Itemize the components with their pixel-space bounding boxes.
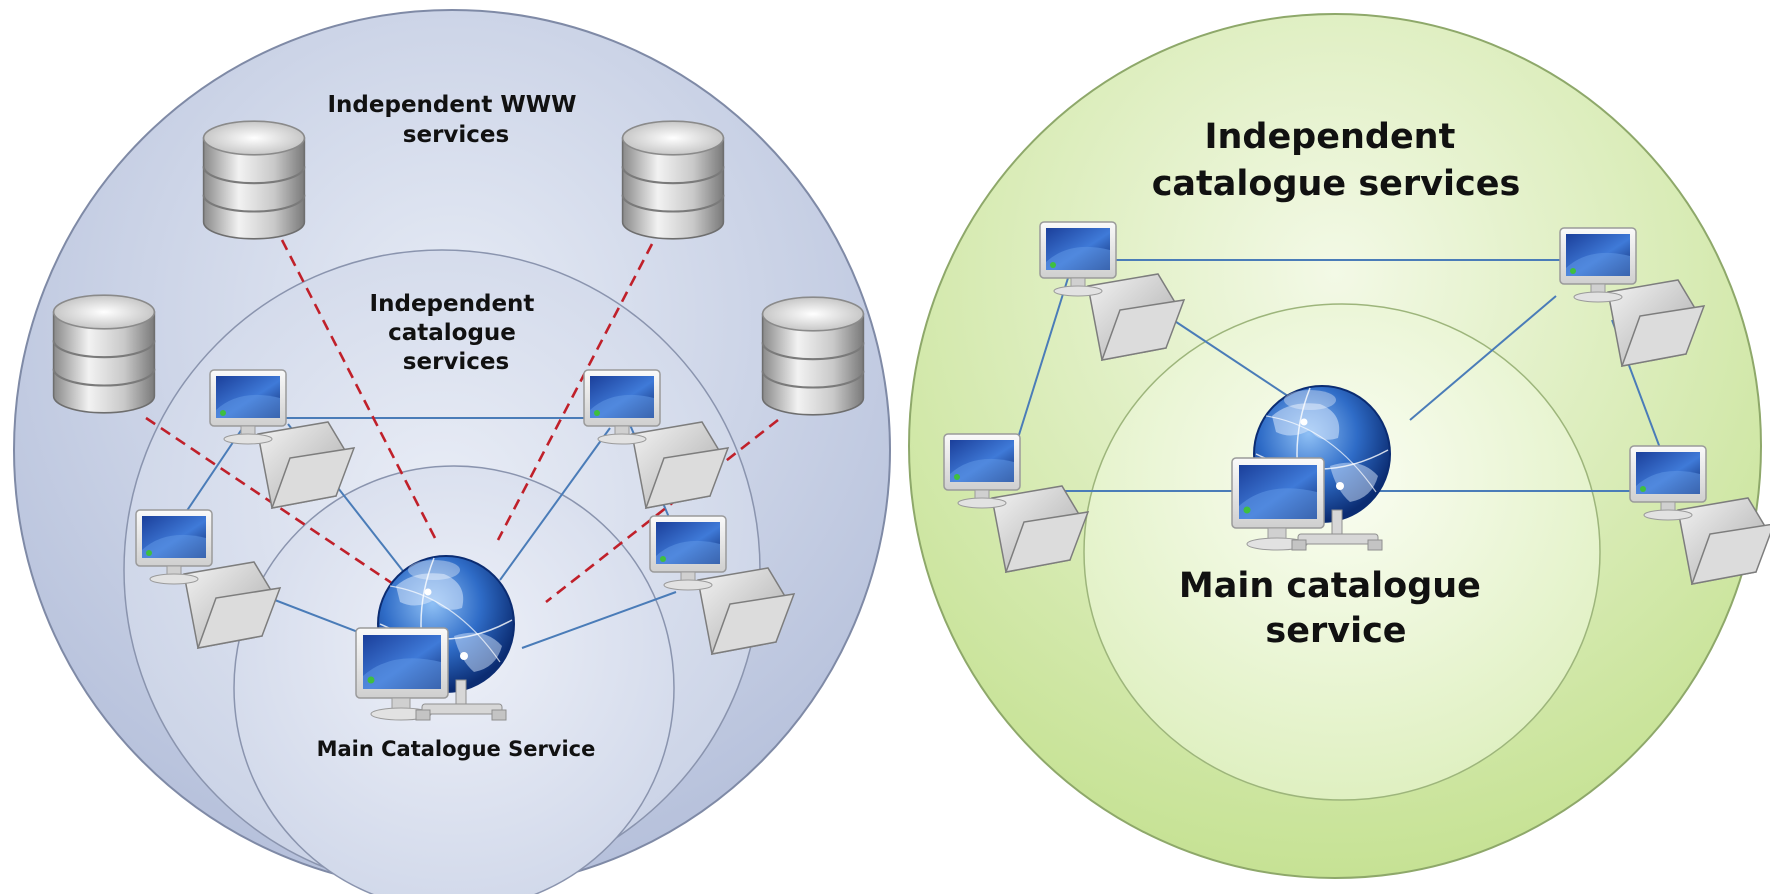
catalogue-services-label-line: services: [403, 349, 509, 375]
database-icon: [621, 120, 725, 240]
main-catalogue-label: Main Catalogue Service: [317, 737, 596, 761]
main-catalogue-label-right: Main catalogue service: [1179, 566, 1493, 651]
catalogue-services-label-right: Independent catalogue services: [1152, 117, 1521, 204]
database-icon: [202, 120, 306, 240]
catalogue-services-label: Independent catalogue services: [370, 291, 543, 375]
www-services-label-line: services: [403, 122, 509, 148]
database-icon: [761, 296, 865, 416]
red-dashed-links: [145, 239, 779, 604]
main-catalogue-label-line: service: [1265, 611, 1406, 651]
catalogue-services-label-line: Independent: [370, 291, 535, 317]
catalogue-services-label-line: Independent: [1204, 117, 1455, 157]
main-catalogue-label-line: Main catalogue: [1179, 566, 1481, 606]
left-diagram: Independent WWW services Independent cat…: [13, 9, 891, 894]
catalogue-services-label-line: catalogue services: [1152, 164, 1521, 204]
www-services-label: Independent WWW services: [328, 92, 585, 148]
catalogue-services-label-line: catalogue: [388, 320, 516, 346]
right-diagram: Independent catalogue services Main cata…: [908, 13, 1770, 879]
database-icon: [52, 294, 156, 414]
www-services-label-line: Independent WWW: [328, 92, 577, 118]
main-catalogue-circle-right: [1083, 303, 1601, 801]
